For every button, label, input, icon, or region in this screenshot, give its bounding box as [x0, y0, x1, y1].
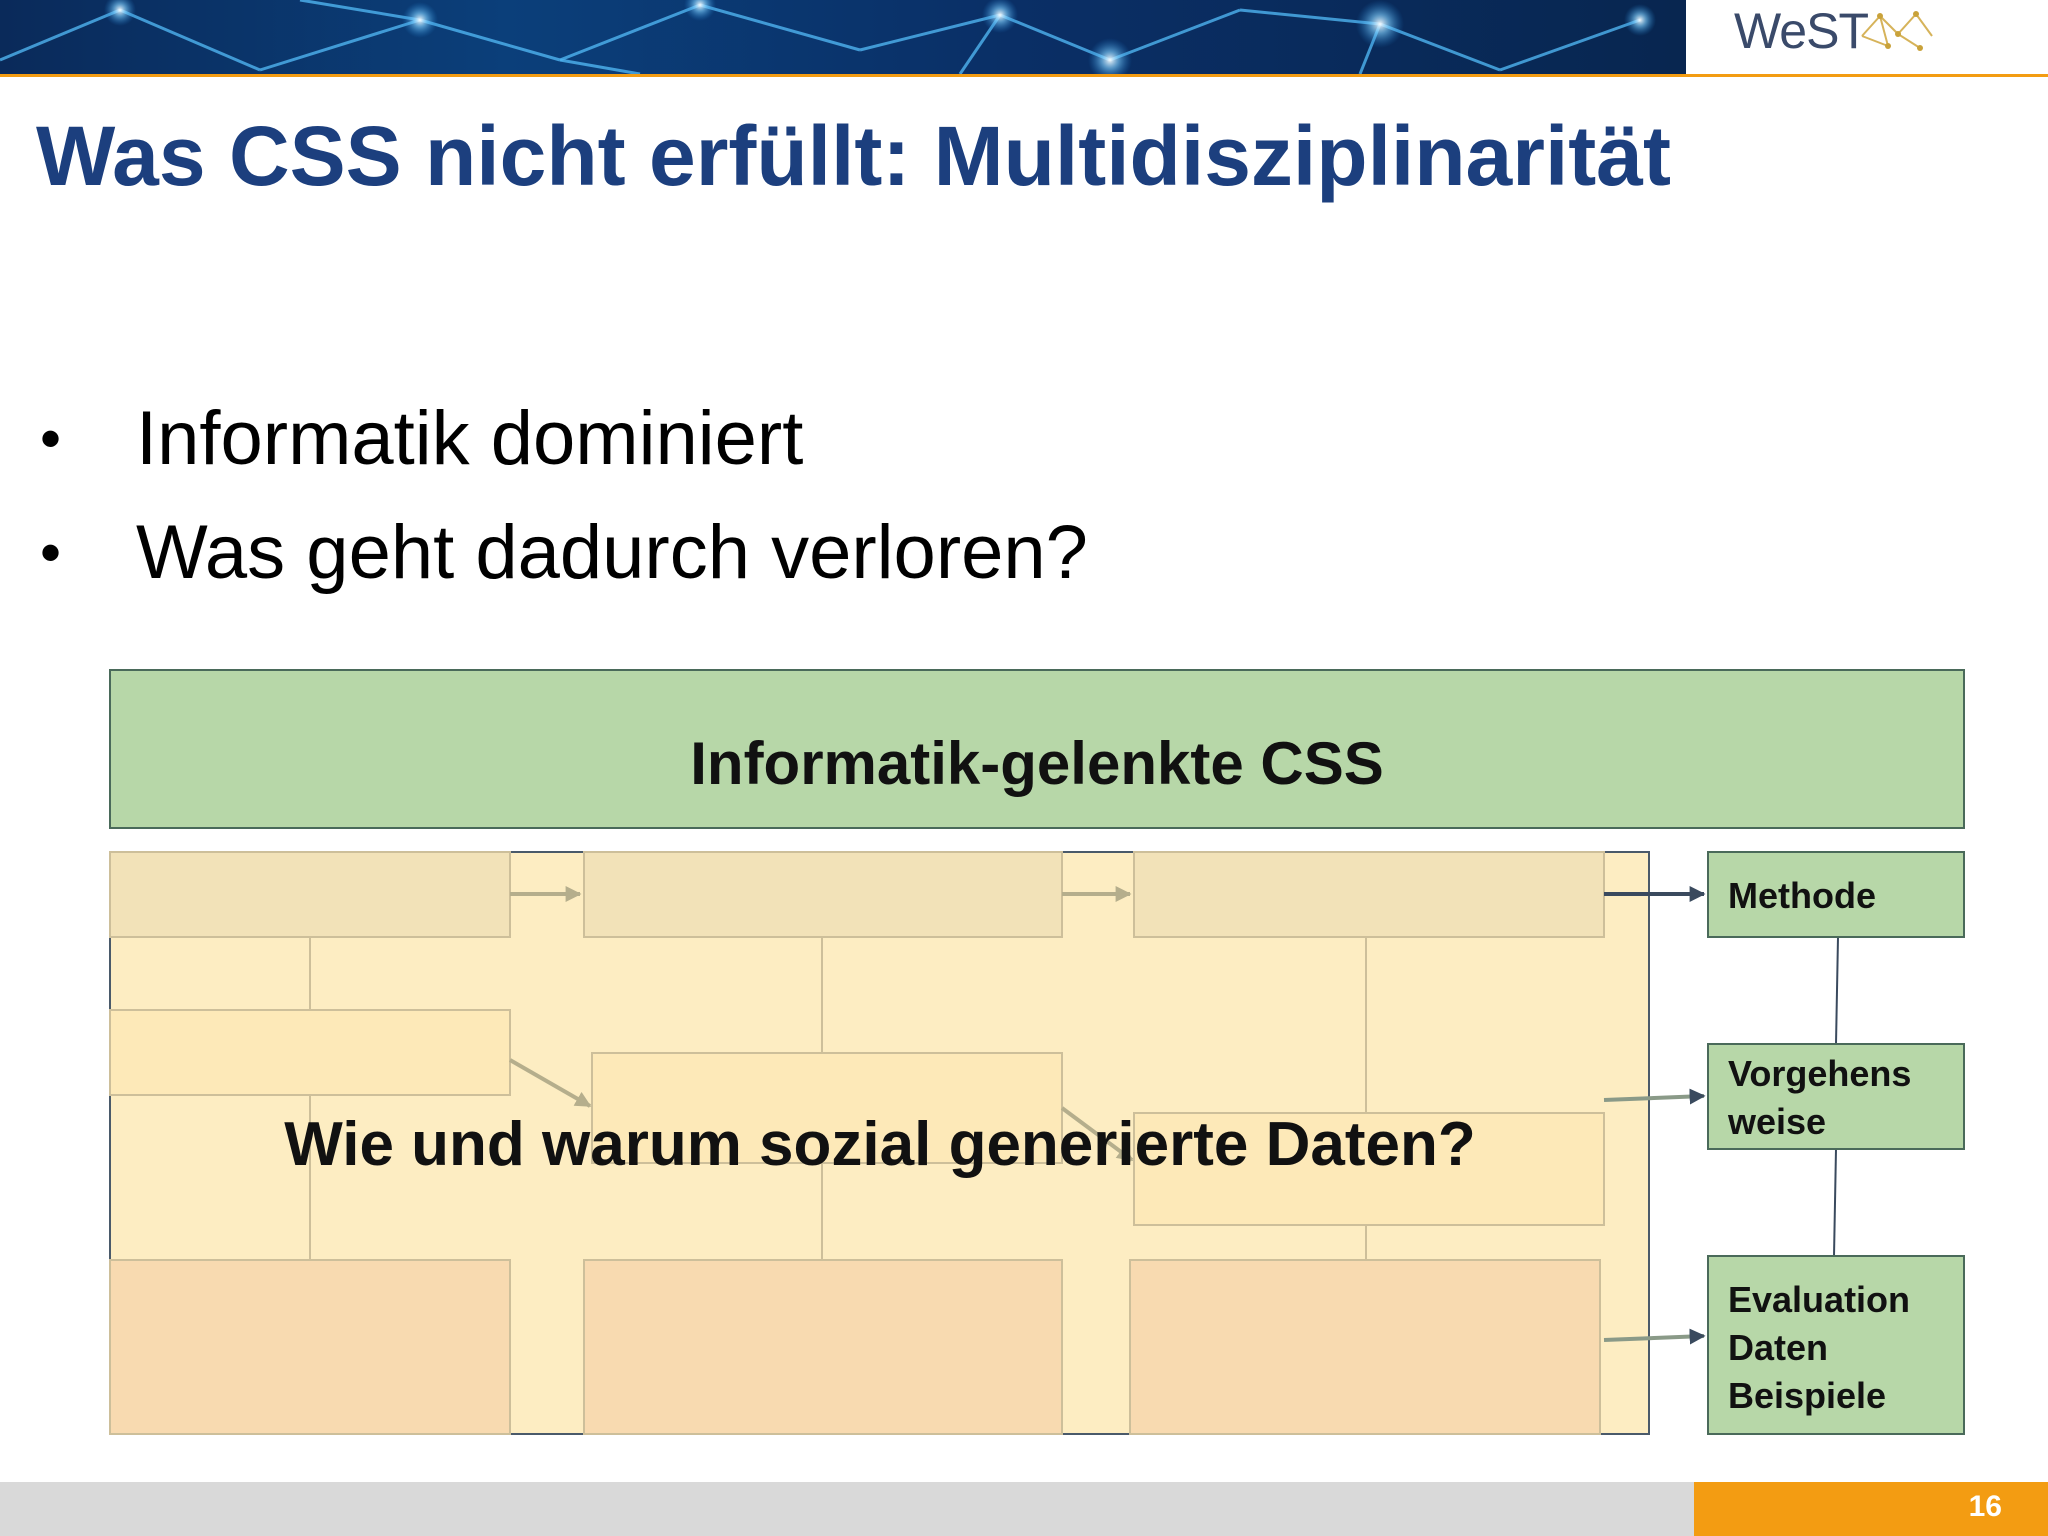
overlay-question: Wie und warum sozial generierte Daten? [284, 1110, 1475, 1179]
page-number: 16 [1968, 1490, 2002, 1523]
vorgehensweise-label-line2: weise [1727, 1101, 1826, 1142]
inner-box-r3c2 [583, 1259, 1063, 1435]
top-box-label: Informatik-gelenkte CSS [690, 730, 1384, 797]
inner-box-r1c3 [1133, 851, 1605, 938]
bullet-text: Informatik dominiert [136, 396, 804, 481]
bullet-text: Was geht dadurch verloren? [136, 510, 1088, 595]
west-logo: WeST [1686, 0, 2048, 74]
evaluation-label-line2: Daten [1728, 1327, 1828, 1368]
logo-text: WeST [1734, 3, 1869, 59]
header-divider [0, 74, 2048, 77]
inner-box-r1c2 [583, 851, 1063, 938]
inner-box-r2c1 [109, 1009, 511, 1096]
arrow-to-evaluation [1603, 1328, 1706, 1345]
evaluation-label-line1: Evaluation [1728, 1279, 1910, 1320]
page-number-box: 16 [1694, 1482, 2048, 1536]
evaluation-label-line3: Beispiele [1728, 1375, 1886, 1416]
inner-box-r2c3 [1133, 1112, 1605, 1226]
bullet-item: • Was geht dadurch verloren? [40, 496, 1088, 610]
methode-box [1707, 851, 1965, 938]
bullet-item: • Informatik dominiert [40, 382, 1088, 496]
header-banner-image [0, 0, 1686, 74]
inner-arrow [1060, 1106, 1134, 1162]
top-green-box [109, 669, 1965, 829]
arrow-to-vorgehensweise [1603, 1088, 1706, 1105]
inner-box-r3c3 [1129, 1259, 1601, 1435]
inner-box-r1c1 [109, 851, 511, 938]
network-star-icon [1861, 11, 1933, 51]
bullet-icon: • [40, 519, 62, 586]
right-connector [1833, 1148, 1837, 1257]
vorgehensweise-box [1707, 1043, 1965, 1150]
bullet-icon: • [40, 405, 62, 472]
slide-title: Was CSS nicht erfüllt: Multidisziplinari… [36, 109, 1671, 203]
bullet-list: • Informatik dominiert • Was geht dadurc… [40, 382, 1088, 610]
inner-arrow [509, 1058, 592, 1108]
evaluation-box [1707, 1255, 1965, 1435]
footer-bar [0, 1482, 1694, 1536]
methode-label: Methode [1728, 875, 1876, 916]
right-connector [1835, 936, 1839, 1045]
inner-box-r3c1 [109, 1259, 511, 1435]
inner-box-r2c2 [591, 1052, 1063, 1164]
vorgehensweise-label-line1: Vorgehens [1728, 1053, 1911, 1094]
